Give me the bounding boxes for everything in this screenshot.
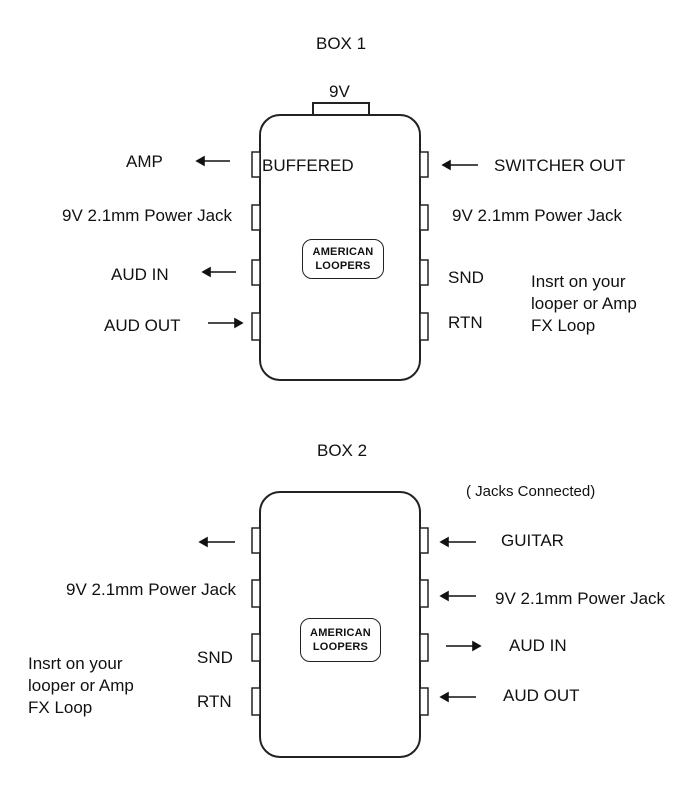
box2-jack-guitar xyxy=(419,527,429,554)
arrow-head xyxy=(441,159,451,171)
box1-aud-out-label: AUD OUT xyxy=(104,316,181,335)
box1-jack-snd xyxy=(419,259,429,286)
box1-buffered-label: BUFFERED xyxy=(262,156,354,175)
box2-snd-label: SND xyxy=(197,648,233,667)
box2-jack-aud-out xyxy=(419,687,429,716)
box2-title: BOX 2 xyxy=(317,441,368,460)
box1-power-jack-left-label: 9V 2.1mm Power Jack xyxy=(62,206,233,225)
arrow-head xyxy=(234,317,244,329)
box1-aud-in-label: AUD IN xyxy=(111,265,169,284)
box2-power-jack-left-label: 9V 2.1mm Power Jack xyxy=(66,580,237,599)
box2-enclosure xyxy=(259,491,421,758)
box2-rtn-label: RTN xyxy=(197,692,232,711)
box1-power-jack-right-label: 9V 2.1mm Power Jack xyxy=(452,206,623,225)
box1-jack-power-right xyxy=(419,204,429,231)
box2-guitar-label: GUITAR xyxy=(501,531,564,550)
box2-aud-out-label: AUD OUT xyxy=(503,686,580,705)
box1-rtn-label: RTN xyxy=(448,313,483,332)
arrow-head xyxy=(201,266,211,278)
box2-aud-in-label: AUD IN xyxy=(509,636,567,655)
box1-jack-rtn xyxy=(419,312,429,341)
box2-jack-power-right xyxy=(419,579,429,608)
arrow-head xyxy=(439,536,449,548)
box1-jack-power xyxy=(251,204,261,231)
box1-logo: AMERICAN LOOPERS xyxy=(302,239,384,279)
box1-9v-label: 9V xyxy=(329,82,350,101)
box1-jack-aud-in xyxy=(251,259,261,286)
box2-power-jack-right-label: 9V 2.1mm Power Jack xyxy=(495,589,666,608)
box1-snd-label: SND xyxy=(448,268,484,287)
box2-logo: AMERICAN LOOPERS xyxy=(300,618,381,662)
box1-jack-switcher-out xyxy=(419,151,429,178)
box2-jack-aud-in xyxy=(419,633,429,662)
box2-jack-power xyxy=(251,579,261,608)
box2-jack-rtn xyxy=(251,687,261,716)
box2-connected-note: ( Jacks Connected) xyxy=(466,483,596,500)
box1-enclosure xyxy=(259,114,421,381)
box1-title: BOX 1 xyxy=(316,34,367,53)
box1-jack-amp xyxy=(251,151,261,178)
box1-insert-note: Insrt on your looper or Amp FX Loop xyxy=(531,272,637,335)
arrow-head xyxy=(439,590,449,602)
arrow-head xyxy=(439,691,449,703)
box1-amp-label: AMP xyxy=(126,152,163,171)
box2-jack-snd xyxy=(251,633,261,662)
box2-jack-1 xyxy=(251,527,261,554)
arrow-head xyxy=(472,640,482,652)
arrow-head xyxy=(195,155,205,167)
box1-switcher-out-label: SWITCHER OUT xyxy=(494,156,626,175)
box1-jack-aud-out xyxy=(251,312,261,341)
arrow-head xyxy=(198,536,208,548)
box2-insert-note: Insrt on your looper or Amp FX Loop xyxy=(28,654,134,717)
